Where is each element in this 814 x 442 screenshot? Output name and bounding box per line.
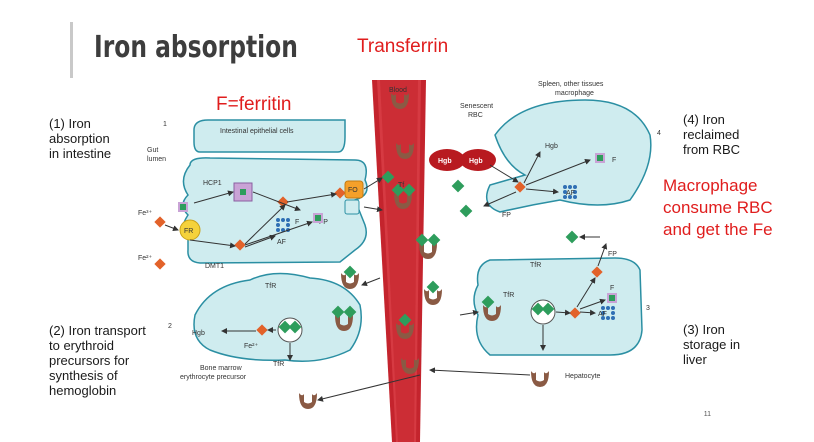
svg-text:TfR: TfR bbox=[530, 262, 541, 269]
svg-text:lumen: lumen bbox=[147, 156, 166, 163]
hgb-rbc-icon bbox=[429, 149, 465, 171]
svg-text:Fe³⁺: Fe³⁺ bbox=[138, 210, 153, 217]
bone-marrow-cell: TfR TfR 2 Hgb Fe²⁺ Bone marrow erythrocy… bbox=[168, 265, 421, 409]
svg-text:AF: AF bbox=[598, 311, 607, 318]
svg-text:TfR: TfR bbox=[265, 283, 276, 290]
svg-text:erythrocyte precursor: erythrocyte precursor bbox=[180, 374, 247, 381]
svg-text:F: F bbox=[295, 219, 299, 226]
svg-text:Spleen, other tissues: Spleen, other tissues bbox=[538, 81, 604, 88]
svg-text:Tf: Tf bbox=[398, 182, 404, 189]
svg-text:Hgb: Hgb bbox=[469, 158, 483, 165]
svg-text:TfR: TfR bbox=[273, 361, 284, 368]
svg-text:TfR: TfR bbox=[503, 292, 514, 299]
transferrin-icons: Tf bbox=[381, 93, 442, 374]
heme-box-icon bbox=[178, 202, 188, 212]
svg-text:Bone marrow: Bone marrow bbox=[200, 365, 243, 372]
svg-text:Intestinal epithelial cells: Intestinal epithelial cells bbox=[220, 128, 294, 135]
svg-text:FP: FP bbox=[319, 219, 328, 226]
svg-text:DMT1: DMT1 bbox=[205, 263, 224, 270]
svg-text:FP: FP bbox=[502, 212, 511, 219]
svg-text:F: F bbox=[610, 285, 614, 292]
svg-text:4: 4 bbox=[657, 130, 661, 137]
svg-text:Fe²⁺: Fe²⁺ bbox=[244, 343, 259, 350]
svg-text:Hgb: Hgb bbox=[545, 143, 558, 150]
title-rule bbox=[70, 22, 73, 78]
svg-text:3: 3 bbox=[646, 305, 650, 312]
svg-text:2: 2 bbox=[168, 323, 172, 330]
svg-text:Blood: Blood bbox=[389, 87, 407, 94]
transferrin-label: Transferrin bbox=[357, 36, 449, 57]
svg-text:FO: FO bbox=[348, 187, 358, 194]
blood-vessel: Blood bbox=[372, 80, 426, 442]
ferritin-note: F=ferritin bbox=[216, 94, 292, 115]
hepatocyte: TfR TfR FP F 3 Hepatocyte AF bbox=[429, 230, 650, 387]
svg-text:RBC: RBC bbox=[468, 112, 483, 119]
page-title: Iron absorption bbox=[94, 30, 298, 65]
svg-text:AF: AF bbox=[277, 239, 286, 246]
svg-text:AF: AF bbox=[566, 190, 575, 197]
macrophage: Spleen, other tissues macrophage 4 Senes… bbox=[429, 81, 661, 219]
svg-text:F: F bbox=[612, 157, 616, 164]
svg-text:Hgb: Hgb bbox=[438, 158, 452, 165]
svg-text:Hgb: Hgb bbox=[192, 330, 205, 337]
svg-text:macrophage: macrophage bbox=[555, 90, 594, 97]
svg-text:Fe²⁺: Fe²⁺ bbox=[138, 255, 153, 262]
svg-text:Gut: Gut bbox=[147, 147, 158, 154]
svg-text:Hepatocyte: Hepatocyte bbox=[565, 373, 601, 380]
intestinal-cell: Intestinal epithelial cells 1 Gut lumen … bbox=[138, 119, 383, 270]
svg-text:FP: FP bbox=[608, 251, 617, 258]
svg-text:FR: FR bbox=[184, 228, 193, 235]
page-number: 11 bbox=[703, 411, 711, 418]
svg-text:1: 1 bbox=[163, 121, 167, 128]
svg-text:HCP1: HCP1 bbox=[203, 180, 222, 187]
svg-text:Senescent: Senescent bbox=[460, 103, 493, 110]
